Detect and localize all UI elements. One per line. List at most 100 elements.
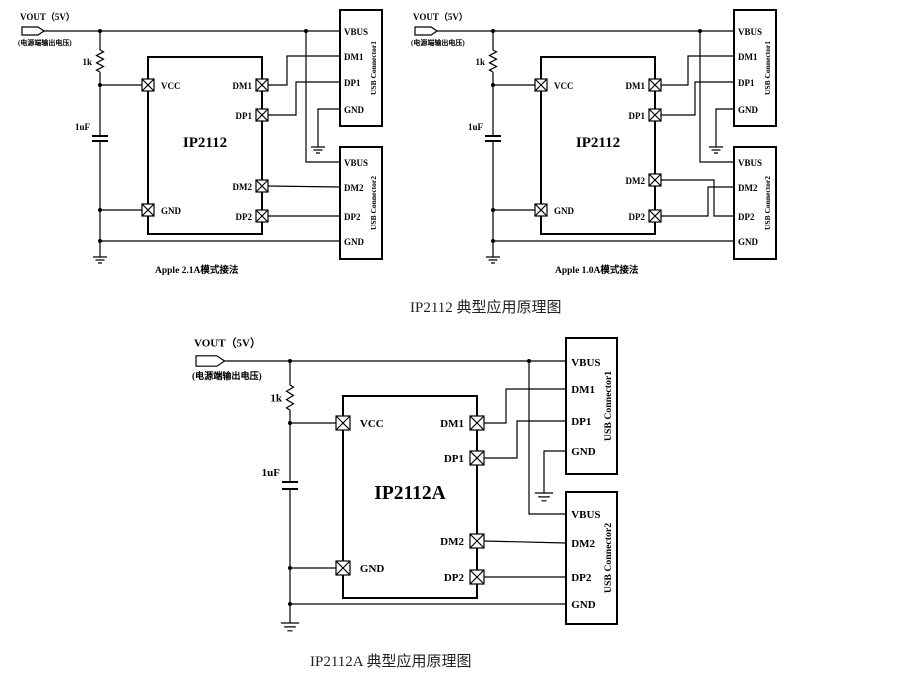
vout-port-flag	[21, 26, 46, 36]
vout-note: (电源端输出电压)	[192, 370, 262, 381]
usb-connector2-pin: VBUS	[571, 509, 600, 521]
resistor-label: 1k	[475, 57, 485, 67]
vout-note: (电源端输出电压)	[411, 38, 465, 47]
dm1-wire	[268, 55, 340, 86]
dm1-wire	[661, 55, 734, 86]
usb-connector2-pin: GND	[571, 599, 596, 611]
dp1-wire	[484, 420, 566, 459]
chip-pin-gnd: GND	[161, 206, 182, 216]
ground-symbol	[486, 256, 500, 264]
pin-cross	[648, 209, 662, 223]
usb-connector1-pin: DP1	[571, 416, 591, 428]
usb-connector2-pin: DM2	[738, 183, 758, 193]
pin-cross	[648, 78, 662, 92]
usb-connector1-body	[733, 9, 777, 127]
chip-pin-vcc: VCC	[554, 81, 574, 91]
chip-body	[147, 56, 263, 235]
ground-symbol	[93, 256, 107, 264]
dp1-wire	[268, 81, 340, 116]
chip-pin-dm1: DM1	[440, 418, 464, 430]
chip-name: IP2112	[183, 135, 227, 151]
usb-connector1-name: USB Connector1	[603, 371, 614, 441]
resistor-symbol	[285, 384, 295, 411]
mode-subcaption: Apple 2.1A模式接法	[155, 264, 239, 276]
c1-gnd-wire	[715, 108, 734, 147]
capacitor-label: 1uF	[75, 122, 91, 132]
dm2-wire	[483, 540, 567, 544]
usb-connector1-name: USB Connector1	[369, 41, 378, 95]
usb-connector2-name: USB Connector2	[763, 176, 772, 230]
figure-caption: IP2112 典型应用原理图	[410, 298, 562, 316]
chip-pin-dm2: DM2	[440, 536, 464, 548]
pin-cross	[469, 569, 485, 585]
usb-connector2-body	[733, 146, 777, 260]
ground-symbol	[534, 492, 554, 502]
pin-cross	[534, 203, 548, 217]
c1-gnd-wire	[317, 108, 340, 147]
dm1-wire	[484, 388, 566, 424]
chip-pin-gnd: GND	[554, 206, 575, 216]
chip-pin-vcc: VCC	[161, 81, 181, 91]
chip-pin-dm2: DM2	[626, 176, 646, 186]
pin-cross	[255, 78, 269, 92]
ground-symbol	[280, 622, 300, 632]
dm2-wire	[661, 179, 734, 217]
chip-pin-dp2: DP2	[236, 212, 253, 222]
vout-port-flag	[195, 355, 226, 367]
pin-cross	[335, 560, 351, 576]
figure-caption: IP2112A 典型应用原理图	[310, 652, 472, 670]
pin-cross	[335, 415, 351, 431]
chip-pin-dm1: DM1	[626, 81, 646, 91]
dp2-wire	[661, 186, 734, 217]
pin-cross	[141, 203, 155, 217]
vout-label: VOUT（5V）	[413, 12, 468, 22]
pin-cross	[255, 108, 269, 122]
dm2-wire	[267, 185, 341, 188]
capacitor-label: 1uF	[262, 467, 281, 479]
chip-pin-dp2: DP2	[444, 572, 465, 584]
pin-cross	[255, 209, 269, 223]
pin-cross	[141, 78, 155, 92]
chip-body	[342, 395, 478, 599]
ground-symbol	[709, 146, 723, 154]
resistor-symbol	[488, 49, 498, 73]
usb-connector2-pin: DM2	[571, 538, 595, 550]
usb-connector2-pin: DP2	[344, 212, 361, 222]
pin-cross	[648, 108, 662, 122]
usb-connector2-pin: GND	[344, 237, 365, 247]
usb-connector2-body	[339, 146, 383, 260]
usb-connector1-pin: GND	[738, 105, 759, 115]
usb-connector2-pin: DP2	[738, 212, 755, 222]
resistor-label: 1k	[270, 393, 283, 405]
schematic-ip2112-apple10: VOUT（5V）(电源端输出电压)1k1uFIP2112VCCGNDDM1DP1…	[411, 9, 777, 276]
usb-connector1-pin: DP1	[344, 78, 361, 88]
c1-gnd-wire	[543, 450, 566, 493]
schematic-ip2112a: VOUT（5V）(电源端输出电压)1k1uFIP2112AVCCGNDDM1DP…	[192, 337, 618, 670]
mode-subcaption: Apple 1.0A模式接法	[555, 264, 639, 276]
usb-connector2-pin: DP2	[571, 572, 592, 584]
capacitor-symbol	[282, 481, 298, 490]
chip-body	[540, 56, 656, 235]
usb-connector1-name: USB Connector1	[763, 41, 772, 95]
usb-connector2-pin: VBUS	[738, 158, 762, 168]
chip-pin-dm2: DM2	[233, 182, 253, 192]
usb-connector1-pin: VBUS	[344, 27, 368, 37]
usb-connector2-name: USB Connector2	[603, 523, 614, 593]
vbus2-wire	[528, 361, 566, 515]
usb-connector1-pin: DP1	[738, 78, 755, 88]
chip-pin-vcc: VCC	[360, 418, 384, 430]
ground-symbol	[311, 146, 325, 154]
usb-connector1-pin: GND	[571, 446, 596, 458]
chip-name: IP2112A	[374, 483, 446, 504]
pin-cross	[255, 179, 269, 193]
vbus2-wire	[305, 31, 340, 163]
dp1-wire	[661, 81, 734, 116]
pin-cross	[648, 173, 662, 187]
chip-name: IP2112	[576, 135, 620, 151]
capacitor-symbol	[485, 135, 501, 142]
usb-connector1-pin: DM1	[571, 384, 595, 396]
usb-connector1-pin: VBUS	[571, 357, 600, 369]
chip-pin-dm1: DM1	[233, 81, 253, 91]
pin-cross	[534, 78, 548, 92]
